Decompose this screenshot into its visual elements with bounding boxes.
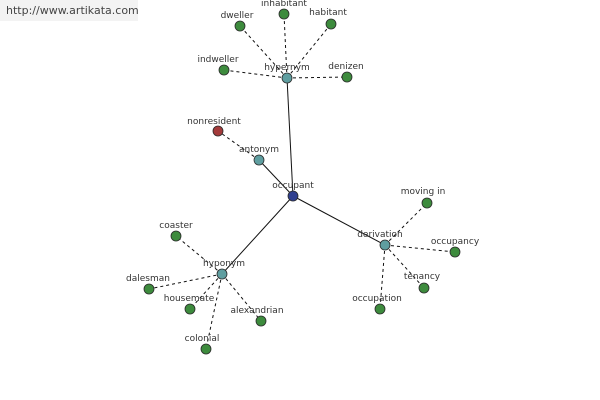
word-node-occupancy[interactable] bbox=[449, 246, 461, 258]
word-node-coaster[interactable] bbox=[170, 230, 182, 242]
labels: occupant hypernym antonym derivation hyponym… bbox=[126, 0, 480, 344]
relation-label-hypernym: hypernym bbox=[264, 63, 310, 73]
edge-occupant-antonym bbox=[258, 159, 294, 197]
word-node-tenancy[interactable] bbox=[418, 282, 430, 294]
word-node-colonial[interactable] bbox=[200, 343, 212, 355]
relation-label-hyponym: hyponym bbox=[203, 259, 245, 269]
relation-node-hyponym[interactable] bbox=[216, 268, 228, 280]
word-label-dweller: dweller bbox=[221, 11, 254, 21]
word-label-habitant: habitant bbox=[309, 8, 347, 18]
word-label-occupation: occupation bbox=[352, 294, 402, 304]
word-node-housemate[interactable] bbox=[184, 303, 196, 315]
relation-label-antonym: antonym bbox=[239, 145, 279, 155]
word-label-coaster: coaster bbox=[159, 221, 193, 231]
word-node-inhabitant[interactable] bbox=[278, 8, 290, 20]
relation-node-derivation[interactable] bbox=[379, 239, 391, 251]
word-node-dweller[interactable] bbox=[234, 20, 246, 32]
word-label-inhabitant: inhabitant bbox=[261, 0, 307, 9]
edge-occupant-hyponym bbox=[221, 195, 294, 275]
word-node-alexandrian[interactable] bbox=[255, 315, 267, 327]
word-node-dalesman[interactable] bbox=[143, 283, 155, 295]
word-label-dalesman: dalesman bbox=[126, 274, 170, 284]
edge-hypernym-inhabitant bbox=[283, 13, 288, 79]
word-node-occupation[interactable] bbox=[374, 303, 386, 315]
center-node-occupant[interactable] bbox=[287, 190, 299, 202]
source-url-watermark: http://www.artikata.com bbox=[0, 0, 139, 21]
word-label-denizen: denizen bbox=[328, 62, 363, 72]
word-label-colonial: colonial bbox=[185, 334, 220, 344]
word-label-tenancy: tenancy bbox=[404, 272, 441, 282]
relation-node-antonym[interactable] bbox=[253, 154, 265, 166]
word-node-indweller[interactable] bbox=[218, 64, 230, 76]
edges bbox=[148, 13, 456, 350]
word-node-denizen[interactable] bbox=[341, 71, 353, 83]
edge-derivation-tenancy bbox=[384, 244, 425, 289]
edge-occupant-derivation bbox=[292, 195, 386, 246]
word-label-nonresident: nonresident bbox=[187, 117, 241, 127]
nodes bbox=[143, 8, 461, 355]
edge-hypernym-denizen bbox=[286, 76, 348, 79]
edge-hypernym-indweller bbox=[223, 69, 288, 79]
word-label-alexandrian: alexandrian bbox=[230, 306, 283, 316]
relation-label-derivation: derivation bbox=[357, 230, 403, 240]
word-node-habitant[interactable] bbox=[325, 18, 337, 30]
relation-node-hypernym[interactable] bbox=[281, 72, 293, 84]
word-node-moving-in[interactable] bbox=[421, 197, 433, 209]
edge-hyponym-housemate bbox=[189, 273, 223, 310]
edge-derivation-moving-in bbox=[384, 202, 428, 246]
word-label-housemate: housemate bbox=[164, 294, 215, 304]
edge-hyponym-colonial bbox=[205, 273, 223, 350]
edge-antonym-nonresident bbox=[217, 130, 260, 161]
edge-derivation-occupation bbox=[379, 244, 386, 310]
center-label-occupant: occupant bbox=[272, 181, 314, 191]
edge-hyponym-coaster bbox=[175, 235, 223, 275]
edge-hyponym-alexandrian bbox=[221, 273, 262, 322]
word-label-moving-in: moving in bbox=[401, 187, 446, 197]
word-label-occupancy: occupancy bbox=[431, 237, 480, 247]
word-node-nonresident[interactable] bbox=[212, 125, 224, 137]
edge-occupant-hypernym bbox=[286, 77, 294, 197]
edge-hyponym-dalesman bbox=[148, 273, 223, 290]
word-label-indweller: indweller bbox=[197, 55, 238, 65]
